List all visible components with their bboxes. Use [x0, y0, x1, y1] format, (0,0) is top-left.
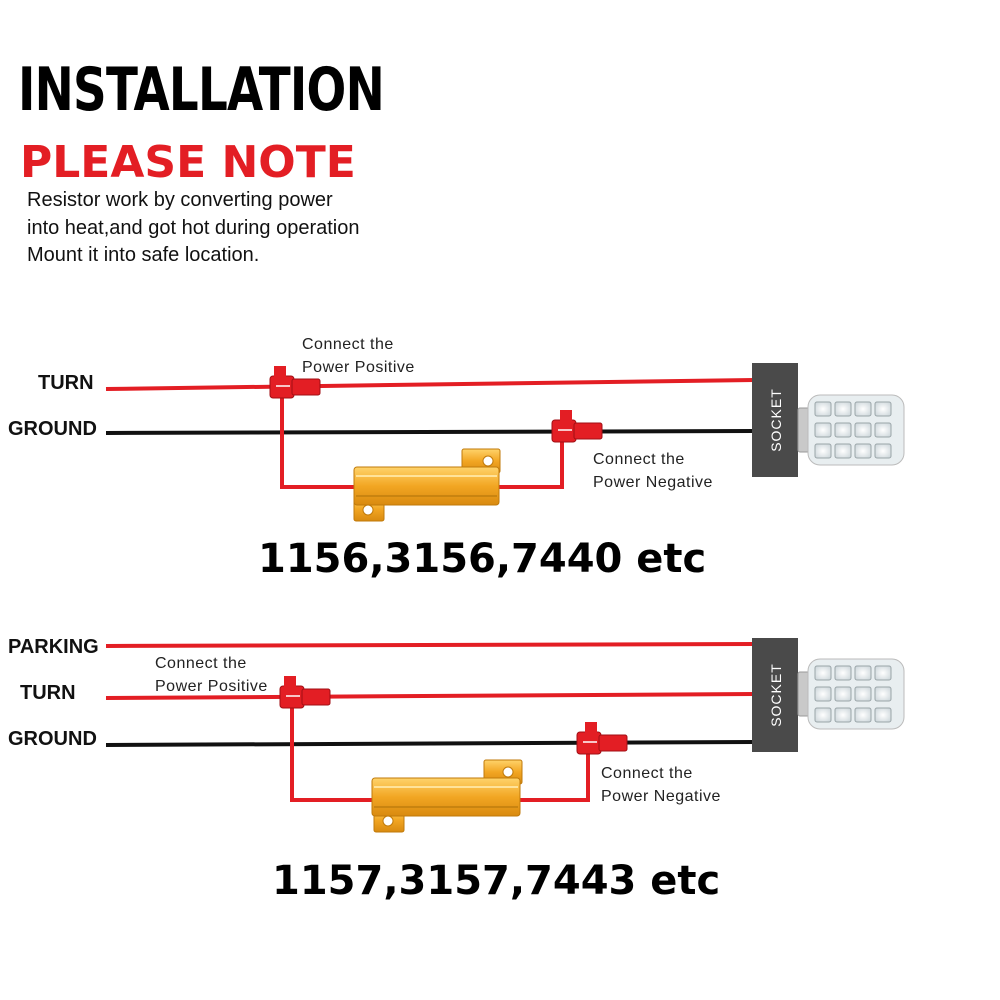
load-resistor: [353, 448, 501, 522]
negative-note-line-2: Power Negative: [593, 474, 713, 491]
page-title: INSTALLATION: [18, 55, 385, 125]
resistor-loop-wire-2: [290, 702, 378, 802]
please-note-heading: PLEASE NOTE: [20, 137, 356, 188]
compatible-models-1: 1156,3156,7440 etc: [258, 536, 706, 582]
diagram-2: PARKING TURN GROUND Con: [8, 636, 905, 904]
note-description: Resistor work by converting power into h…: [27, 187, 467, 270]
resistor-loop-wire-2-right: [516, 748, 590, 802]
negative-tap-connector: [551, 410, 603, 443]
led-bulb: [797, 394, 905, 466]
resistor-loop-wire: [280, 392, 360, 489]
socket-label-2: SOCKET: [768, 663, 784, 727]
negative-tap-connector-2: [576, 722, 628, 755]
note-line-1: Resistor work by converting power: [27, 189, 333, 211]
turn-label-2: TURN: [20, 682, 76, 704]
negative-note-2-line-2: Power Negative: [601, 788, 721, 805]
positive-note-line-2: Power Positive: [302, 359, 415, 376]
ground-label-2: GROUND: [8, 728, 97, 750]
socket-2: SOCKET: [752, 638, 798, 752]
turn-label: TURN: [38, 372, 94, 394]
ground-wire-2: [105, 740, 755, 747]
ground-wire: [105, 429, 755, 435]
ground-label: GROUND: [8, 418, 97, 440]
positive-note-2-line-1: Connect the: [155, 655, 247, 672]
note-line-3: Mount it into safe location.: [27, 244, 260, 266]
parking-label: PARKING: [8, 636, 99, 658]
load-resistor-2: [371, 759, 523, 833]
turn-wire-2: [105, 692, 755, 700]
negative-note-2-line-1: Connect the: [601, 765, 693, 782]
turn-wire: [105, 378, 755, 391]
socket-label: SOCKET: [768, 388, 784, 452]
positive-tap-connector: [269, 366, 321, 399]
compatible-models-2: 1157,3157,7443 etc: [272, 858, 720, 904]
note-line-2: into heat,and got hot during operation: [27, 216, 360, 239]
parking-wire: [105, 642, 755, 648]
positive-note-2-line-2: Power Positive: [155, 678, 268, 695]
socket: SOCKET: [752, 363, 798, 477]
positive-tap-connector-2: [279, 676, 331, 709]
resistor-loop-wire-right: [495, 436, 564, 489]
led-bulb-2: [797, 658, 905, 730]
negative-note-line-1: Connect the: [593, 451, 685, 468]
positive-note-line-1: Connect the: [302, 336, 394, 353]
diagram-1: TURN GROUND: [8, 336, 905, 582]
